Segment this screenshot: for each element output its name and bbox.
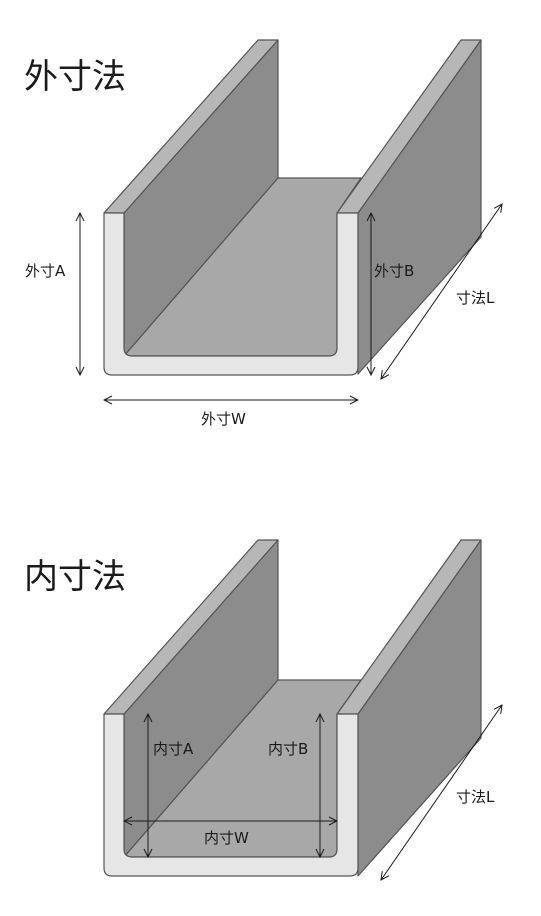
outer-front-profile	[103, 212, 359, 376]
outer-a-label: 外寸A	[25, 262, 66, 280]
inner-front-profile	[103, 713, 359, 877]
inner-b-label: 内寸B	[268, 740, 308, 758]
inner-a-label: 内寸A	[153, 740, 194, 758]
inner-l-arrow	[381, 705, 502, 880]
outer-dimension-arrows	[80, 204, 502, 400]
outer-b-label: 外寸B	[374, 262, 414, 280]
outer-dimension-figure: 外寸法 外寸A 外寸B 外寸W 寸法L	[24, 39, 502, 428]
inner-l-label: 寸法L	[456, 788, 495, 806]
inner-dimension-arrows	[124, 705, 502, 880]
outer-w-label: 外寸W	[201, 410, 246, 428]
outer-title: 外寸法	[24, 57, 126, 97]
outer-channel-shape	[103, 39, 482, 376]
inner-channel-shape	[103, 539, 482, 877]
inner-title: 内寸法	[24, 557, 126, 597]
outer-l-arrow	[381, 204, 502, 379]
inner-dimension-figure: 内寸法 内寸A 内寸B 内寸W 寸法L	[24, 539, 502, 880]
outer-l-label: 寸法L	[456, 289, 495, 307]
inner-w-label: 内寸W	[204, 829, 249, 847]
inner-right-wall-side	[357, 539, 482, 877]
